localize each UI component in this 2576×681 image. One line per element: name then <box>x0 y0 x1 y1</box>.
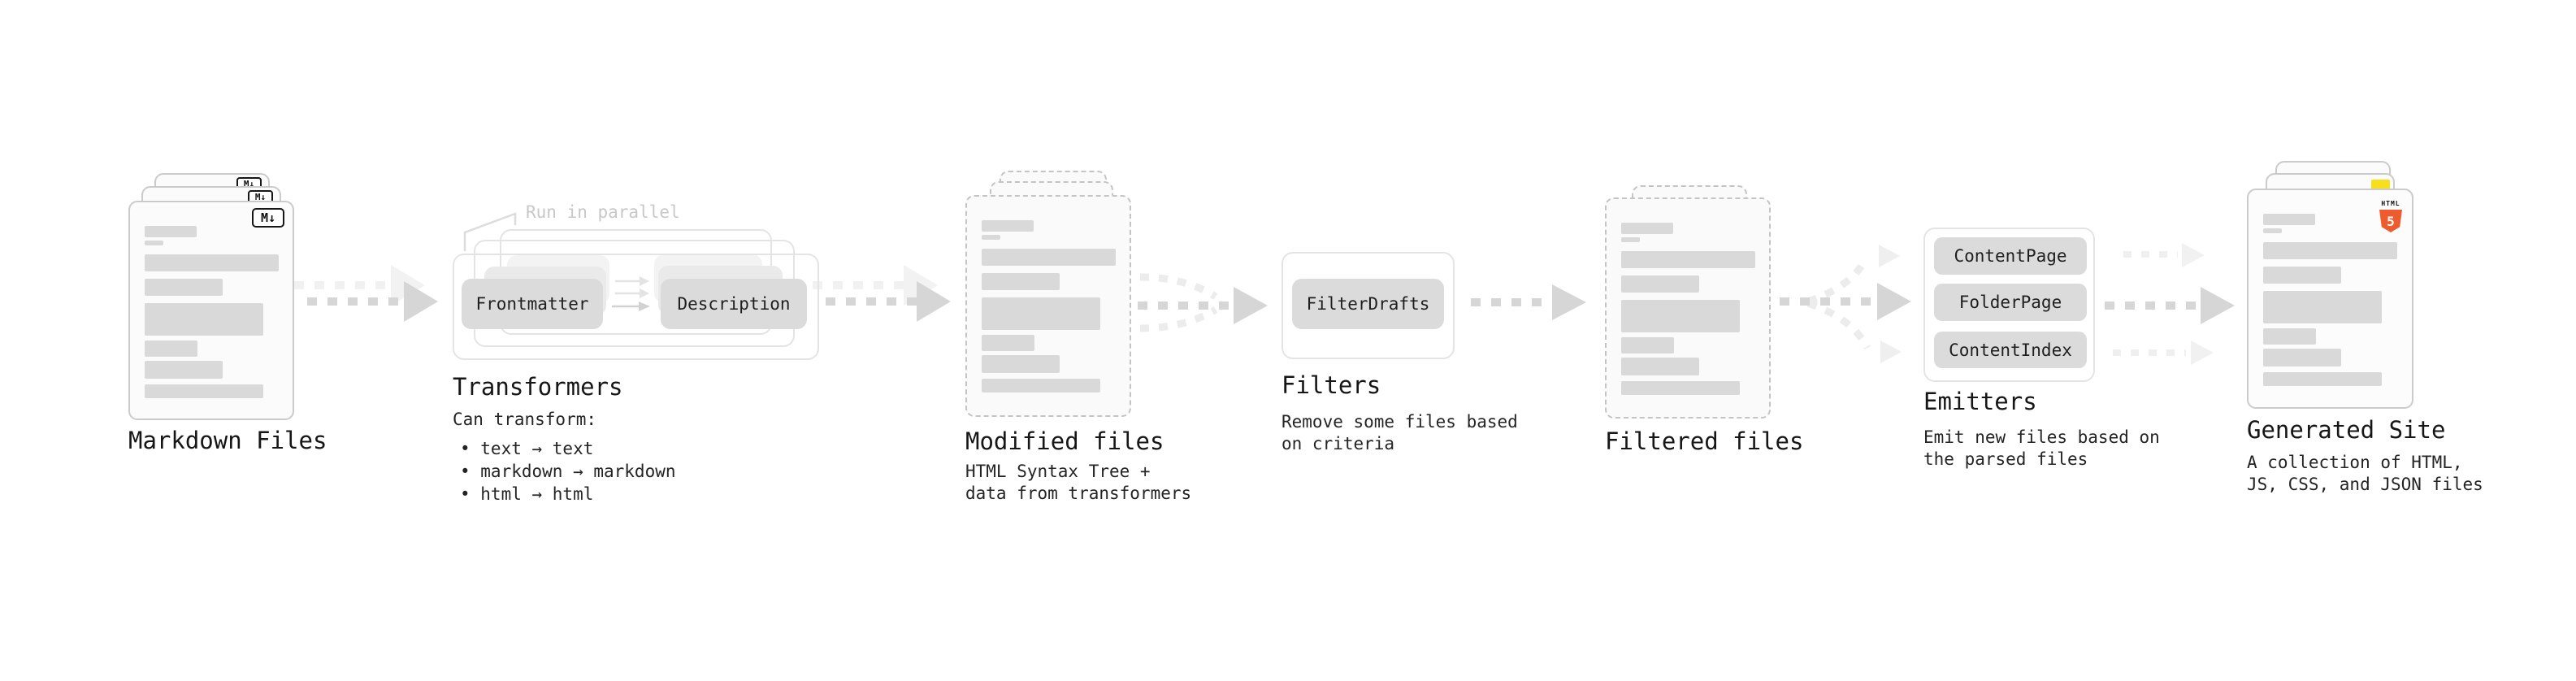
html5-icon-shield: 5 <box>2379 210 2402 232</box>
text-placeholder-bar <box>1621 337 1674 354</box>
text-placeholder-bar <box>982 355 1060 373</box>
text-placeholder-bar <box>982 235 1000 240</box>
text-placeholder-bar <box>1621 223 1673 234</box>
markdown-files-caption: Markdown Files <box>128 427 327 454</box>
document-page-front <box>965 195 1131 417</box>
text-placeholder-bar <box>1621 237 1640 242</box>
filtered-files-caption: Filtered files <box>1605 427 1804 455</box>
text-placeholder-bar <box>1621 275 1699 293</box>
text-placeholder-bar <box>982 379 1100 393</box>
text-placeholder-bar <box>2263 242 2397 259</box>
arrow-filtered-to-emitters <box>1780 245 1911 363</box>
transformer-frame-front <box>453 254 819 360</box>
text-placeholder-bar <box>145 384 263 398</box>
stage-markdown-files: M↓ M↓ M↓ <box>128 173 294 420</box>
stage-filtered-files <box>1605 185 1771 419</box>
text-placeholder-bar <box>982 297 1100 330</box>
arrow-transformers-to-modified <box>826 281 951 322</box>
desc-line: Emit new files based on <box>1923 427 2160 447</box>
transformers-bullet-list: • text → text • markdown → markdown • ht… <box>460 437 676 505</box>
desc-line: on criteria <box>1281 434 1395 453</box>
bullet-item: • html → html <box>460 484 594 504</box>
html5-icon-label: HTML <box>2381 200 2400 207</box>
transformers-desc-title: Can transform: <box>453 410 597 429</box>
document-page-front: HTML 5 <box>2247 189 2413 409</box>
text-placeholder-bar <box>145 279 223 296</box>
arrow-emitters-to-generated <box>2105 243 2235 365</box>
text-placeholder-bar <box>2263 228 2282 233</box>
filters-caption: Filters <box>1281 371 1381 399</box>
desc-line: the parsed files <box>1923 449 2088 469</box>
text-placeholder-bar <box>2263 267 2341 284</box>
text-placeholder-bar <box>2263 349 2341 367</box>
markdown-icon: M↓ <box>252 208 284 228</box>
frontmatter-box: Frontmatter <box>462 279 603 329</box>
text-placeholder-bar <box>2263 214 2315 225</box>
document-page-front <box>1605 197 1771 419</box>
text-placeholder-bar <box>1621 381 1740 395</box>
bullet-item: • markdown → markdown <box>460 462 676 481</box>
desc-line: A collection of HTML, <box>2247 453 2463 472</box>
text-placeholder-bar <box>1621 251 1755 268</box>
desc-line: HTML Syntax Tree + <box>965 462 1151 481</box>
text-placeholder-bar <box>982 273 1060 290</box>
arrow-modified-to-filters <box>1138 273 1268 332</box>
run-in-parallel-note: Run in parallel <box>526 202 680 222</box>
html5-icon: HTML 5 <box>2379 193 2402 232</box>
text-placeholder-bar <box>2263 328 2316 345</box>
desc-line: JS, CSS, and JSON files <box>2247 475 2483 494</box>
text-placeholder-bar <box>1621 300 1740 332</box>
stage-generated-site: CSS HTML 5 <box>2247 161 2413 409</box>
filters-desc: Remove some files based on criteria <box>1281 411 1518 455</box>
description-box: Description <box>661 279 807 329</box>
bullet-item: • text → text <box>460 439 594 458</box>
text-placeholder-bar <box>145 340 197 357</box>
filterdrafts-box: FilterDrafts <box>1292 279 1444 329</box>
stage-modified-files <box>965 171 1132 419</box>
text-placeholder-bar <box>982 220 1034 232</box>
text-placeholder-bar <box>145 254 279 271</box>
text-placeholder-bar <box>982 249 1116 266</box>
modified-files-desc: HTML Syntax Tree + data from transformer… <box>965 461 1191 505</box>
run-in-parallel-callout-line <box>463 212 517 251</box>
document-page-front: M↓ <box>128 201 294 420</box>
text-placeholder-bar <box>2263 372 2382 386</box>
text-placeholder-bar <box>145 361 223 379</box>
text-placeholder-bar <box>982 335 1034 351</box>
arrow-filters-to-filtered <box>1471 284 1586 320</box>
emitters-caption: Emitters <box>1923 388 2037 415</box>
contentindex-box: ContentIndex <box>1934 332 2087 368</box>
desc-line: data from transformers <box>965 484 1192 503</box>
contentpage-box: ContentPage <box>1934 237 2087 275</box>
desc-line: Remove some files based <box>1281 412 1518 432</box>
generated-site-desc: A collection of HTML, JS, CSS, and JSON … <box>2247 452 2483 496</box>
text-placeholder-bar <box>1621 358 1699 375</box>
text-placeholder-bar <box>145 241 163 245</box>
text-placeholder-bar <box>145 226 197 237</box>
generated-site-caption: Generated Site <box>2247 416 2446 444</box>
arrow-markdown-to-transformers <box>307 281 438 322</box>
folderpage-box: FolderPage <box>1934 284 2087 321</box>
emitters-desc: Emit new files based on the parsed files <box>1923 427 2160 471</box>
text-placeholder-bar <box>2263 291 2382 323</box>
transformer-internal-arrows <box>612 276 650 311</box>
modified-files-caption: Modified files <box>965 427 1164 455</box>
transformers-caption: Transformers <box>453 373 623 401</box>
text-placeholder-bar <box>145 303 263 336</box>
